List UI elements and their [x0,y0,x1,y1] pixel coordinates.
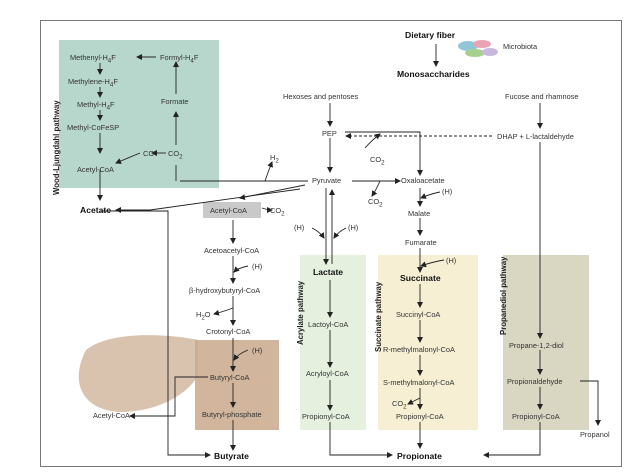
arrow-h-succinate [420,259,445,268]
microbiota-label: Microbiota [503,42,538,51]
acrylate-region [300,255,366,430]
s-methylmalonyl-label: S-methylmalonyl-CoA [383,378,455,387]
crotonyl-label: Crotonyl-CoA [206,327,251,336]
arrow-co2-out [371,180,381,197]
arrow-acrylate-propionate [329,422,393,458]
h2o-label: H2O [196,310,211,322]
arrow-h-hydroxy [233,265,249,273]
diagram-frame [40,20,622,467]
microbiota-icon [458,40,498,57]
propanol-label: Propanol [580,430,610,439]
arrow-pyruvate-acetate [115,188,301,213]
arrow-acetylcoa-co2 [261,206,273,213]
succ-co2-last-label: CO2 [392,399,407,411]
butyrate-co2-label: CO2 [270,206,285,218]
acetoacetyl-label: Acetoacetyl-CoA [204,246,260,255]
arrow-co-acetylcoa [115,152,141,164]
acetyl-coa-box [203,202,261,218]
hexoses-label: Hexoses and pentoses [283,92,359,101]
succ-h-label-1: (H) [442,187,453,196]
formyl-label: Formyl-H4F [160,53,199,65]
acetylcoa-left-label: Acetyl-CoA [93,411,130,420]
h-label-2: (H) [252,346,263,355]
dietary-fiber-label: Dietary fiber [405,30,456,40]
arrow-co2-in [364,133,381,149]
wood-co2-label: CO2 [168,149,183,161]
succinyl-label: Succinyl-CoA [396,310,441,319]
pyruvate-label: Pyruvate [312,176,342,185]
arrow-h2o [213,307,234,316]
monosaccharides-label: Monosaccharides [397,69,470,79]
succ-h-label-2: (H) [446,256,457,265]
arrow-propionaldehyde-propanol [580,380,601,426]
arrow-h-lactate-right [333,227,347,239]
propanediol-region [503,255,589,430]
arrow-pep-oxaloacetate [345,131,423,176]
arrow-h-malate [420,191,441,199]
succ-co2-in-label: CO2 [370,155,385,167]
propanediol-pathway-label: Propanediol pathway [499,256,508,335]
brown-blob [78,335,198,412]
methyl-label: Methyl-H4F [77,100,115,112]
methyl-cofesp-label: Methyl-CoFeSP [67,123,120,132]
r-methylmalonyl-label: R-methylmalonyl-CoA [383,345,455,354]
arrow-butyryl-acetylcoa [129,376,208,419]
malate-label: Malate [408,209,431,218]
fucose-label: Fucose and rhamnose [505,92,579,101]
butyrate-label: Butyrate [214,451,249,461]
acrylate-h-left: (H) [294,223,305,232]
wood-ljungdahl-region [59,40,219,188]
arrow-h-butyryl [233,349,249,361]
arrow-co2-last [407,397,421,405]
succinate-label: Succinate [400,273,441,283]
h-label-1: (H) [252,262,263,271]
arrow-h-lactate-left [311,227,325,239]
arrow-pyruvate-h2 [264,161,273,182]
acrylate-h-right: (H) [348,223,359,232]
wood-acetylcoa-label: Acetyl-CoA [77,165,114,174]
propane-diol-label: Propane-1,2-diol [509,341,564,350]
pd-propionyl-label: Propionyl-CoA [512,412,560,421]
acrylate-propionyl-label: Propionyl-CoA [302,412,350,421]
acrylate-pathway-label: Acrylate pathway [296,280,305,345]
hydroxybutyryl-label: β-hydroxybutyryl-CoA [189,286,261,295]
acetate-label: Acetate [80,205,112,215]
succ-co2-out-label: CO2 [368,197,383,209]
acryloyl-label: Acryloyl-CoA [306,369,349,378]
methenyl-label: Methenyl-H4F [70,53,116,65]
methylene-label: Methylene-H4F [68,77,118,89]
succinate-region [378,255,478,430]
lactoyl-label: Lactoyl-CoA [308,320,349,329]
pep-label: PEP [322,129,337,138]
acetylcoa-label: Acetyl-CoA [210,206,247,215]
oxaloacetate-label: Oxaloacetate [401,176,445,185]
succ-propionyl-label: Propionyl-CoA [396,412,444,421]
co-label: CO [143,149,155,158]
propionaldehyde-label: Propionaldehyde [507,377,563,386]
lactate-label: Lactate [313,267,344,277]
dhap-label: DHAP + L-lactaldehyde [497,132,574,141]
arrow-acetate-butyrate [100,210,211,458]
wood-ljungdahl-label: Wood-Ljungdahl pathway [52,100,61,195]
h2-label: H2 [270,153,279,165]
fumarate-label: Fumarate [405,238,437,247]
formate-label: Formate [161,97,189,106]
butyryl-phosphate-label: Butyryl-phosphate [202,410,262,419]
succinate-pathway-label: Succinate pathway [374,281,383,352]
butyryl-label: Butyryl-CoA [210,373,250,382]
arrow-propanediol-propionate [483,422,541,458]
propionate-label: Propionate [397,451,442,461]
